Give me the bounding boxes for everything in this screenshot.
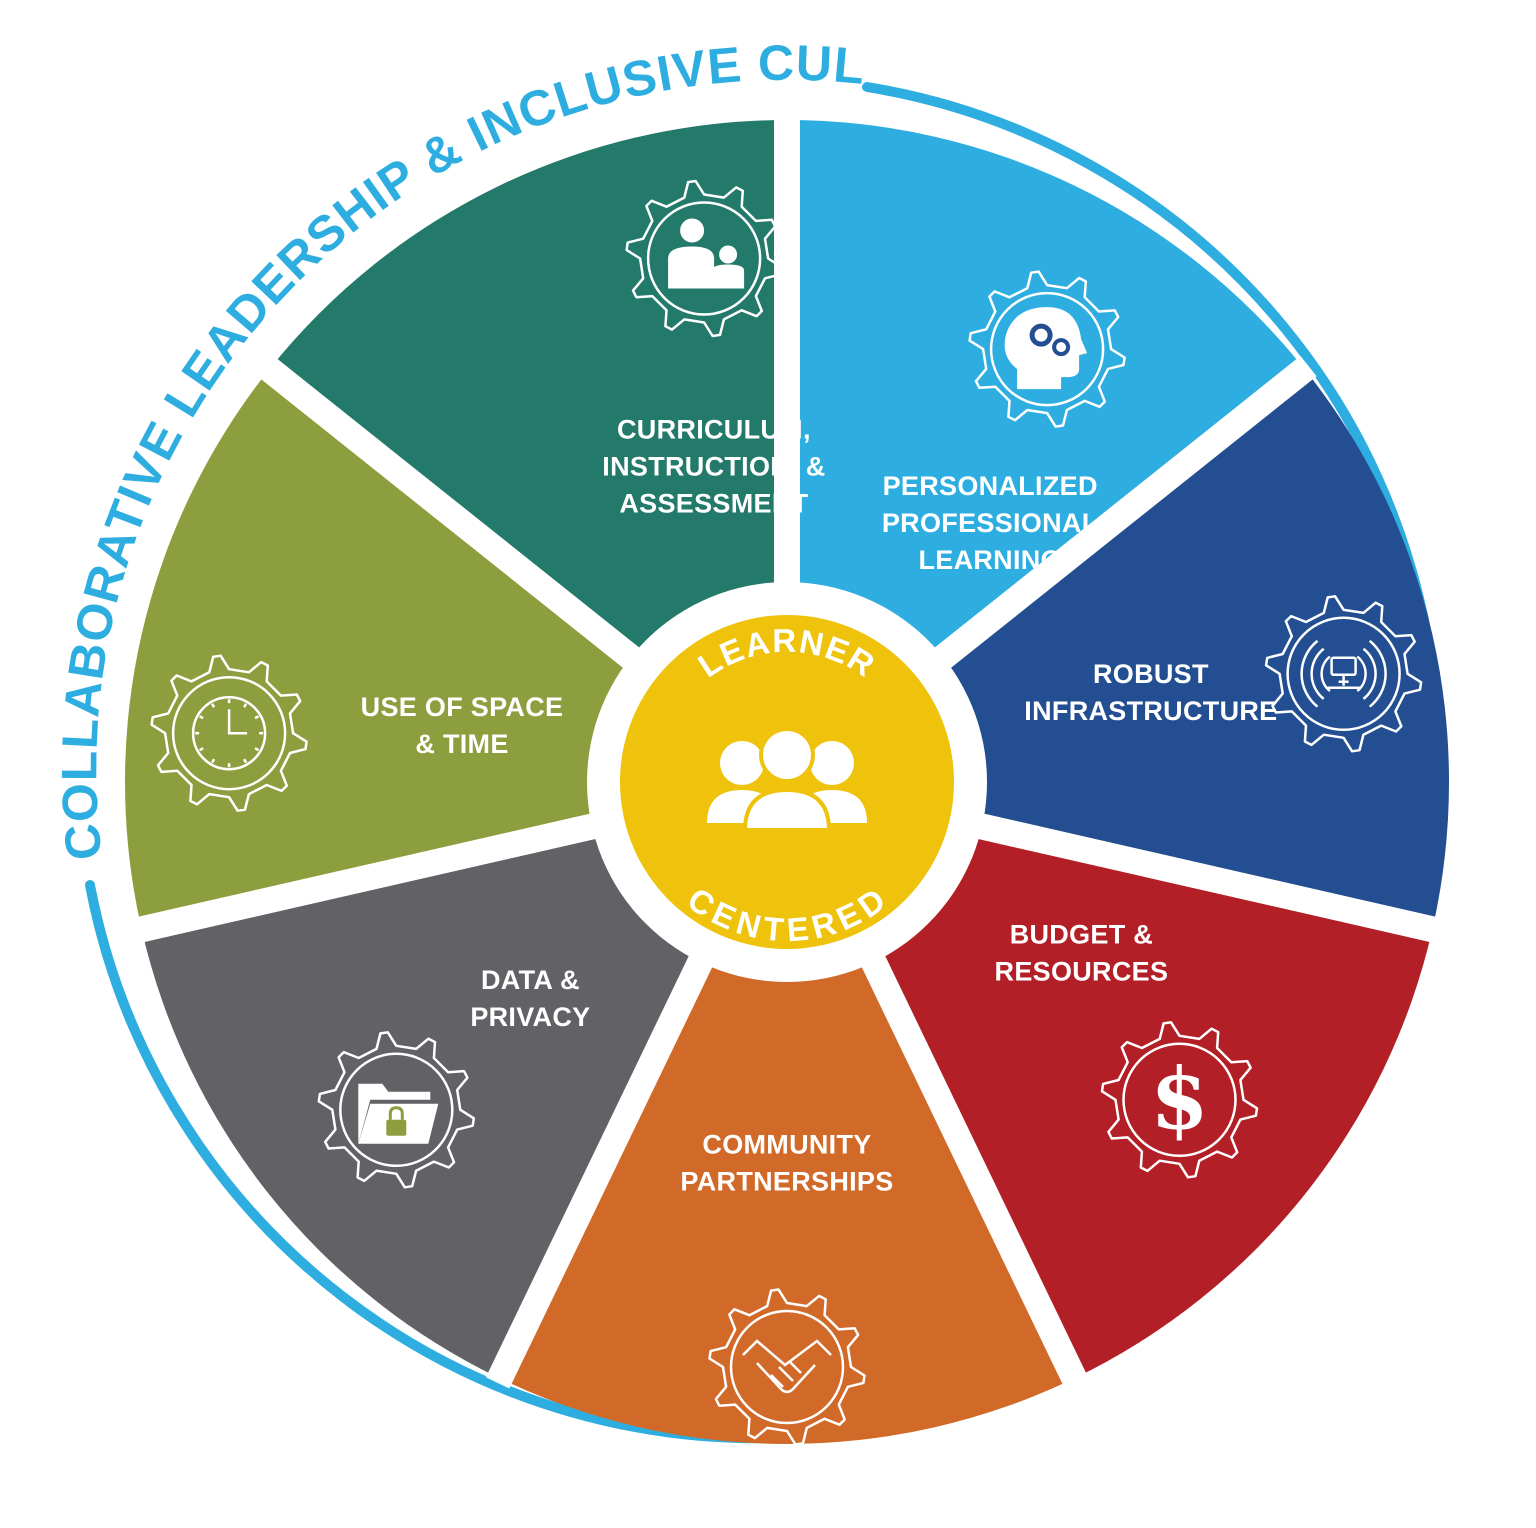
icons-layer: $ <box>150 179 1423 1446</box>
segment-label-line: PARTNERSHIPS <box>680 1167 893 1197</box>
segment-curriculum <box>787 119 1305 782</box>
segment-label-line: ASSESSMENT <box>619 488 808 518</box>
svg-text:$: $ <box>1150 1049 1208 1148</box>
segment-label-line: PRIVACY <box>470 1002 590 1032</box>
segment-label-line: PROFESSIONAL <box>882 508 1099 538</box>
segment-space-time <box>269 119 787 782</box>
network-signal-icon <box>1264 595 1423 753</box>
segment-label-line: RESOURCES <box>995 957 1169 987</box>
people-group-icon <box>707 727 867 832</box>
segment-label-line: CURRICULUM, <box>617 414 811 444</box>
segment-label-line: USE OF SPACE <box>361 692 564 722</box>
locked-folder-icon <box>317 1031 476 1189</box>
segment-label-line: LEARNING <box>918 545 1061 575</box>
clock-icon <box>150 654 308 812</box>
segment-label-line: PERSONALIZED <box>883 471 1098 501</box>
segment-label-infrastructure: ROBUST INFRASTRUCTURE <box>1024 659 1277 726</box>
segment-label-curriculum: CURRICULUM, INSTRUCTION, & ASSESSMENT <box>602 414 825 518</box>
segment-infrastructure <box>787 782 1433 1379</box>
labels-layer: CURRICULUM, INSTRUCTION, & ASSESSMENT PERSO… <box>361 414 1278 1196</box>
segment-label-line: BUDGET & <box>1010 920 1153 950</box>
dollar-icon: $ <box>1100 1021 1259 1179</box>
segment-label-line: ROBUST <box>1093 659 1209 689</box>
segment-label-space-time: USE OF SPACE & TIME <box>361 692 564 759</box>
segment-label-line: DATA & <box>481 965 580 995</box>
teacher-student-icon <box>625 179 783 338</box>
segments-layer <box>124 115 1450 1444</box>
head-gears-icon <box>968 270 1126 428</box>
segment-label-line: & TIME <box>415 729 508 759</box>
segment-label-line: INSTRUCTION, & <box>602 451 825 481</box>
handshake-icon <box>708 1288 866 1446</box>
segment-label-budget: BUDGET & RESOURCES <box>995 920 1169 987</box>
segment-label-professional-learning: PERSONALIZED PROFESSIONAL LEARNING <box>882 471 1099 575</box>
segment-label-line: INFRASTRUCTURE <box>1024 696 1277 726</box>
segment-label-community: COMMUNITY PARTNERSHIPS <box>680 1130 893 1197</box>
segment-budget <box>499 782 1075 1444</box>
segment-label-data-privacy: DATA & PRIVACY <box>470 965 590 1032</box>
segment-label-line: COMMUNITY <box>702 1130 871 1160</box>
